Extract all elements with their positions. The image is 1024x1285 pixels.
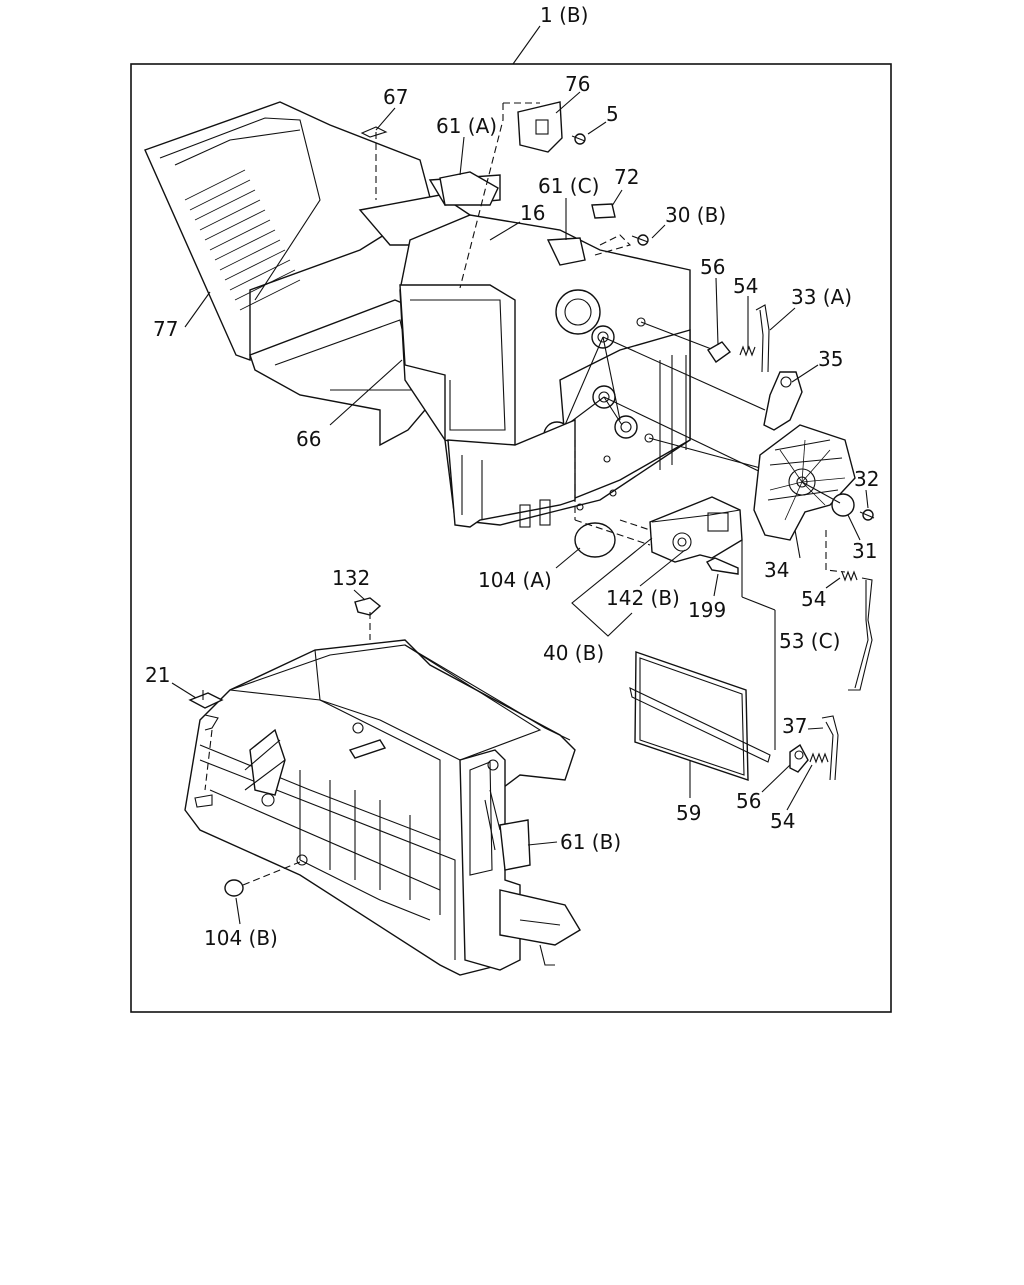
door-actuator-mechanism [602,304,875,691]
callout-199: 199 [688,598,726,622]
callout-61b: 61 (B) [560,830,621,854]
callout-142b: 142 (B) [606,586,680,610]
callout-56-lower: 56 [736,789,761,813]
callout-77: 77 [153,317,178,341]
callout-54-middle: 54 [801,587,826,611]
callout-37: 37 [782,714,807,738]
callout-54-upper: 54 [733,274,758,298]
callout-31: 31 [852,539,877,563]
assembly-leader [512,25,541,65]
callout-61a: 61 (A) [436,114,497,138]
actuator-motor-parts [571,496,776,750]
filter-59 [629,651,771,781]
callout-16: 16 [520,201,545,225]
callout-33a: 33 (A) [791,285,852,309]
callout-72: 72 [614,165,639,189]
callout-labels: 1 (B) 67 76 5 61 (A) 61 (C) 72 16 30 (B)… [145,3,879,950]
callout-104b: 104 (B) [204,926,278,950]
callout-54-lower: 54 [770,809,795,833]
lower-heater-case [184,597,581,976]
callout-34: 34 [764,558,789,582]
callout-56-upper: 56 [700,255,725,279]
callout-30b: 30 (B) [665,203,726,227]
leader-lines [171,91,869,925]
callout-76: 76 [565,72,590,96]
diagram-frame [130,63,892,1013]
callout-132: 132 [332,566,370,590]
upper-heater-case [144,101,691,528]
callout-32: 32 [854,467,879,491]
callout-66: 66 [296,427,321,451]
callout-35: 35 [818,347,843,371]
callout-67: 67 [383,85,408,109]
callout-53c: 53 (C) [779,629,840,653]
callout-5: 5 [606,102,619,126]
lower-lever-parts [789,715,839,781]
callout-40b: 40 (B) [543,641,604,665]
callout-21: 21 [145,663,170,687]
callout-104a: 104 (A) [478,568,552,592]
callout-59: 59 [676,801,701,825]
assembly-label: 1 (B) [540,3,588,27]
callout-61c: 61 (C) [538,174,599,198]
